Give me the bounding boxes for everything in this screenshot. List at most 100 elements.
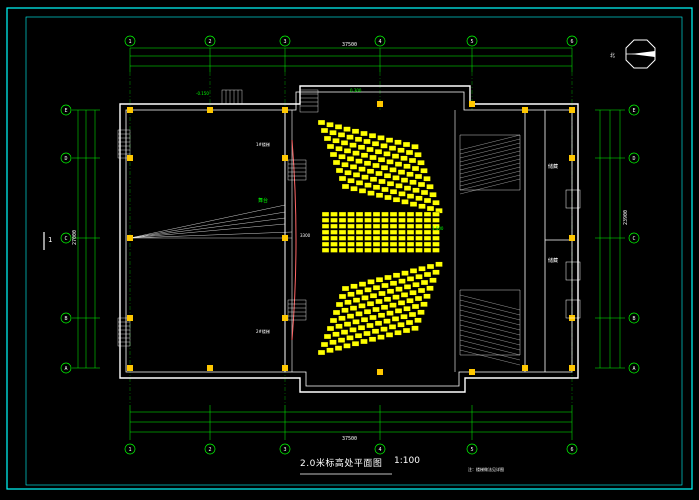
column — [377, 101, 383, 107]
seat — [364, 182, 372, 188]
seat — [415, 229, 423, 235]
seat — [364, 247, 372, 253]
seat — [334, 124, 343, 130]
seat — [360, 152, 369, 158]
seat — [347, 178, 355, 184]
column — [127, 365, 133, 371]
axis-label-4-top: 4 — [378, 39, 381, 45]
seat — [321, 247, 330, 253]
column — [569, 235, 575, 241]
seat — [403, 163, 411, 169]
seat — [341, 307, 349, 313]
seat — [337, 132, 346, 138]
seat — [321, 223, 330, 229]
seat — [391, 316, 400, 322]
seat — [347, 211, 355, 217]
seat — [372, 184, 381, 190]
seat — [411, 144, 419, 150]
seat — [386, 159, 394, 165]
seat — [401, 199, 409, 205]
seat — [369, 154, 377, 161]
seat — [381, 247, 389, 253]
seat — [372, 217, 381, 223]
seat — [403, 284, 412, 290]
seat — [400, 292, 409, 298]
seat — [341, 183, 350, 190]
drawing-note: 注：楼梯做法见详图 — [468, 467, 504, 472]
seat — [374, 320, 383, 326]
seat — [420, 189, 429, 196]
seat — [332, 159, 341, 166]
seat — [409, 179, 417, 185]
seat — [432, 235, 440, 241]
hatch-line — [459, 138, 521, 155]
seat — [367, 190, 375, 196]
seat — [372, 223, 381, 229]
seat — [355, 217, 364, 223]
seat — [432, 269, 440, 275]
seat — [372, 162, 380, 169]
seat — [398, 223, 406, 229]
seat — [367, 279, 375, 285]
seat — [414, 295, 423, 302]
seat — [414, 152, 422, 158]
seat — [335, 167, 344, 174]
seat — [389, 302, 397, 308]
seat — [380, 326, 388, 332]
column — [569, 155, 575, 161]
seat — [398, 217, 406, 223]
seat — [355, 223, 364, 229]
column — [469, 101, 475, 107]
column — [127, 235, 133, 241]
seat — [426, 184, 434, 190]
seat — [406, 223, 415, 229]
stage-dimension: 3300 — [300, 233, 311, 238]
seat — [395, 183, 403, 189]
seat — [426, 285, 434, 291]
axis-label-1-bottom: 1 — [128, 447, 131, 453]
seat — [330, 247, 338, 253]
seat — [429, 192, 437, 198]
seat — [417, 181, 426, 188]
seat — [355, 241, 364, 247]
seat — [377, 334, 385, 340]
hatch-line — [459, 329, 521, 346]
seat — [385, 137, 394, 143]
seat — [394, 330, 402, 336]
seat — [389, 280, 398, 286]
seat — [352, 150, 360, 156]
axis-label-4-bottom: 4 — [378, 447, 381, 453]
seat — [406, 298, 414, 304]
seat — [411, 303, 420, 310]
seat — [388, 324, 397, 330]
seat — [321, 241, 330, 247]
seat — [364, 241, 372, 247]
seat — [338, 241, 347, 247]
seat — [423, 223, 432, 229]
seat — [321, 217, 330, 223]
axis-label-d-left: D — [64, 156, 67, 162]
hatch-line — [459, 314, 521, 331]
hatch-line — [459, 174, 521, 191]
seat — [389, 167, 397, 173]
stage-label: 舞台 — [258, 197, 268, 204]
seat — [423, 235, 432, 241]
column — [569, 107, 575, 113]
seat — [415, 235, 423, 241]
seat — [364, 223, 372, 229]
seat — [372, 241, 381, 247]
seat — [378, 290, 386, 297]
seat — [351, 128, 360, 134]
axis-label-d-right: D — [632, 156, 635, 162]
seat — [395, 286, 403, 292]
column — [522, 365, 528, 371]
seat — [360, 317, 369, 323]
seat — [366, 168, 375, 174]
column — [282, 315, 288, 321]
seat — [346, 134, 354, 140]
seat — [361, 295, 369, 301]
seat — [402, 141, 411, 148]
seat — [380, 165, 389, 171]
seat — [423, 176, 431, 182]
seat — [406, 171, 414, 177]
